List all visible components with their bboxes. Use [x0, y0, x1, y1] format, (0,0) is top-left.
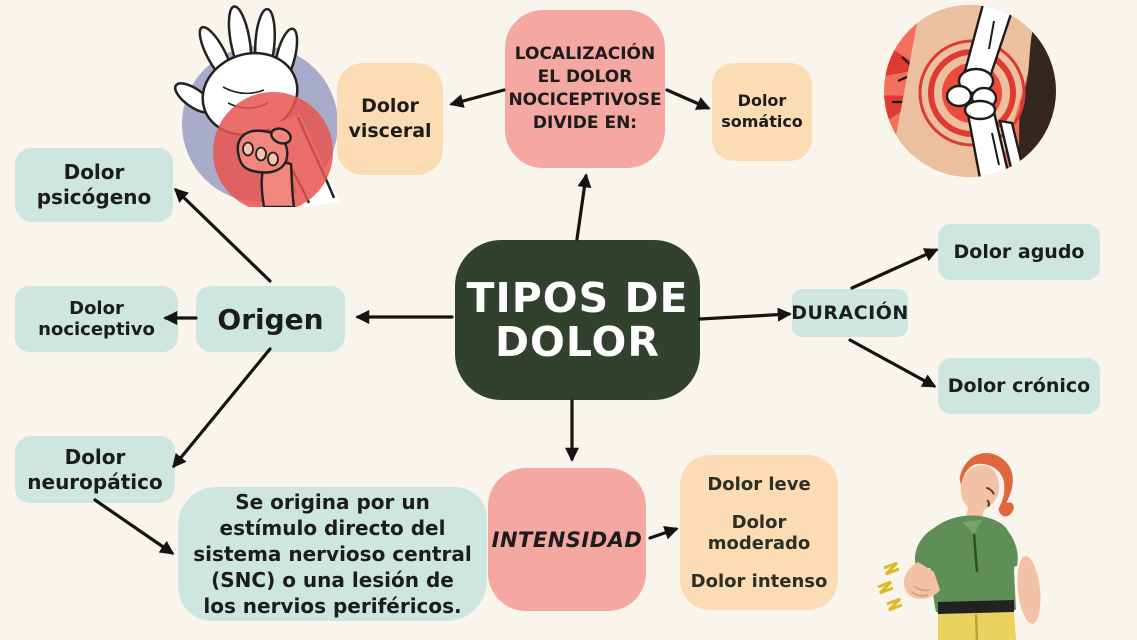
localizacion-line: NOCICEPTIVOSE [508, 90, 662, 110]
node-dolor-psicogeno: Dolor psicógeno [15, 148, 173, 222]
intensity-level-item: Dolor leve [707, 473, 811, 495]
arrow-intensidad-to-levels [648, 526, 679, 540]
arrow-neuropatico-to-note [93, 498, 175, 555]
arrow-center-to-localizacion [575, 173, 592, 241]
arrow-center-to-duracion [698, 307, 792, 322]
node-origen: Origen [196, 286, 345, 352]
arrow-origen-to-neuropatico [172, 347, 272, 469]
node-intensity-levels: Dolor leve Dolor moderado Dolor intenso [680, 455, 838, 610]
node-dolor-neuropatico: Dolor neuropático [15, 436, 175, 503]
intensity-level-item: Dolor moderado [707, 511, 811, 554]
localizacion-line: EL DOLOR [537, 67, 633, 88]
arrow-localizacion-to-somatico [665, 88, 711, 110]
node-tipos-de-dolor: TIPOS DE DOLOR [455, 240, 700, 400]
node-dolor-somatico: Dolor somático [712, 63, 812, 161]
node-dolor-nociceptivo: Dolor nociceptivo [15, 286, 178, 352]
arrow-duracion-to-agudo [850, 248, 939, 290]
intensity-level-item: Dolor intenso [690, 570, 828, 592]
wrist-pain-illustration [174, 5, 340, 207]
node-intensidad: INTENSIDAD [488, 468, 646, 611]
node-neuropatico-note: Se origina por un estímulo directo del s… [178, 487, 487, 621]
node-dolor-visceral: Dolor visceral [337, 63, 443, 175]
node-localizacion: LOCALIZACIÓN EL DOLOR NOCICEPTIVOSE DIVI… [505, 10, 665, 168]
node-duracion: DURACIÓN [791, 289, 908, 337]
localizacion-line: DIVIDE EN: [532, 112, 638, 133]
arrow-duracion-to-cronico [848, 338, 937, 388]
arrow-localizacion-to-visceral [449, 88, 506, 108]
back-pain-person-illustration [877, 453, 1041, 640]
knee-joint-pain-illustration [884, 5, 1056, 177]
localizacion-line: LOCALIZACIÓN [514, 44, 656, 65]
node-dolor-cronico: Dolor crónico [938, 358, 1100, 414]
node-dolor-agudo: Dolor agudo [938, 224, 1100, 280]
page-title: TIPOS DE DOLOR [466, 273, 689, 366]
